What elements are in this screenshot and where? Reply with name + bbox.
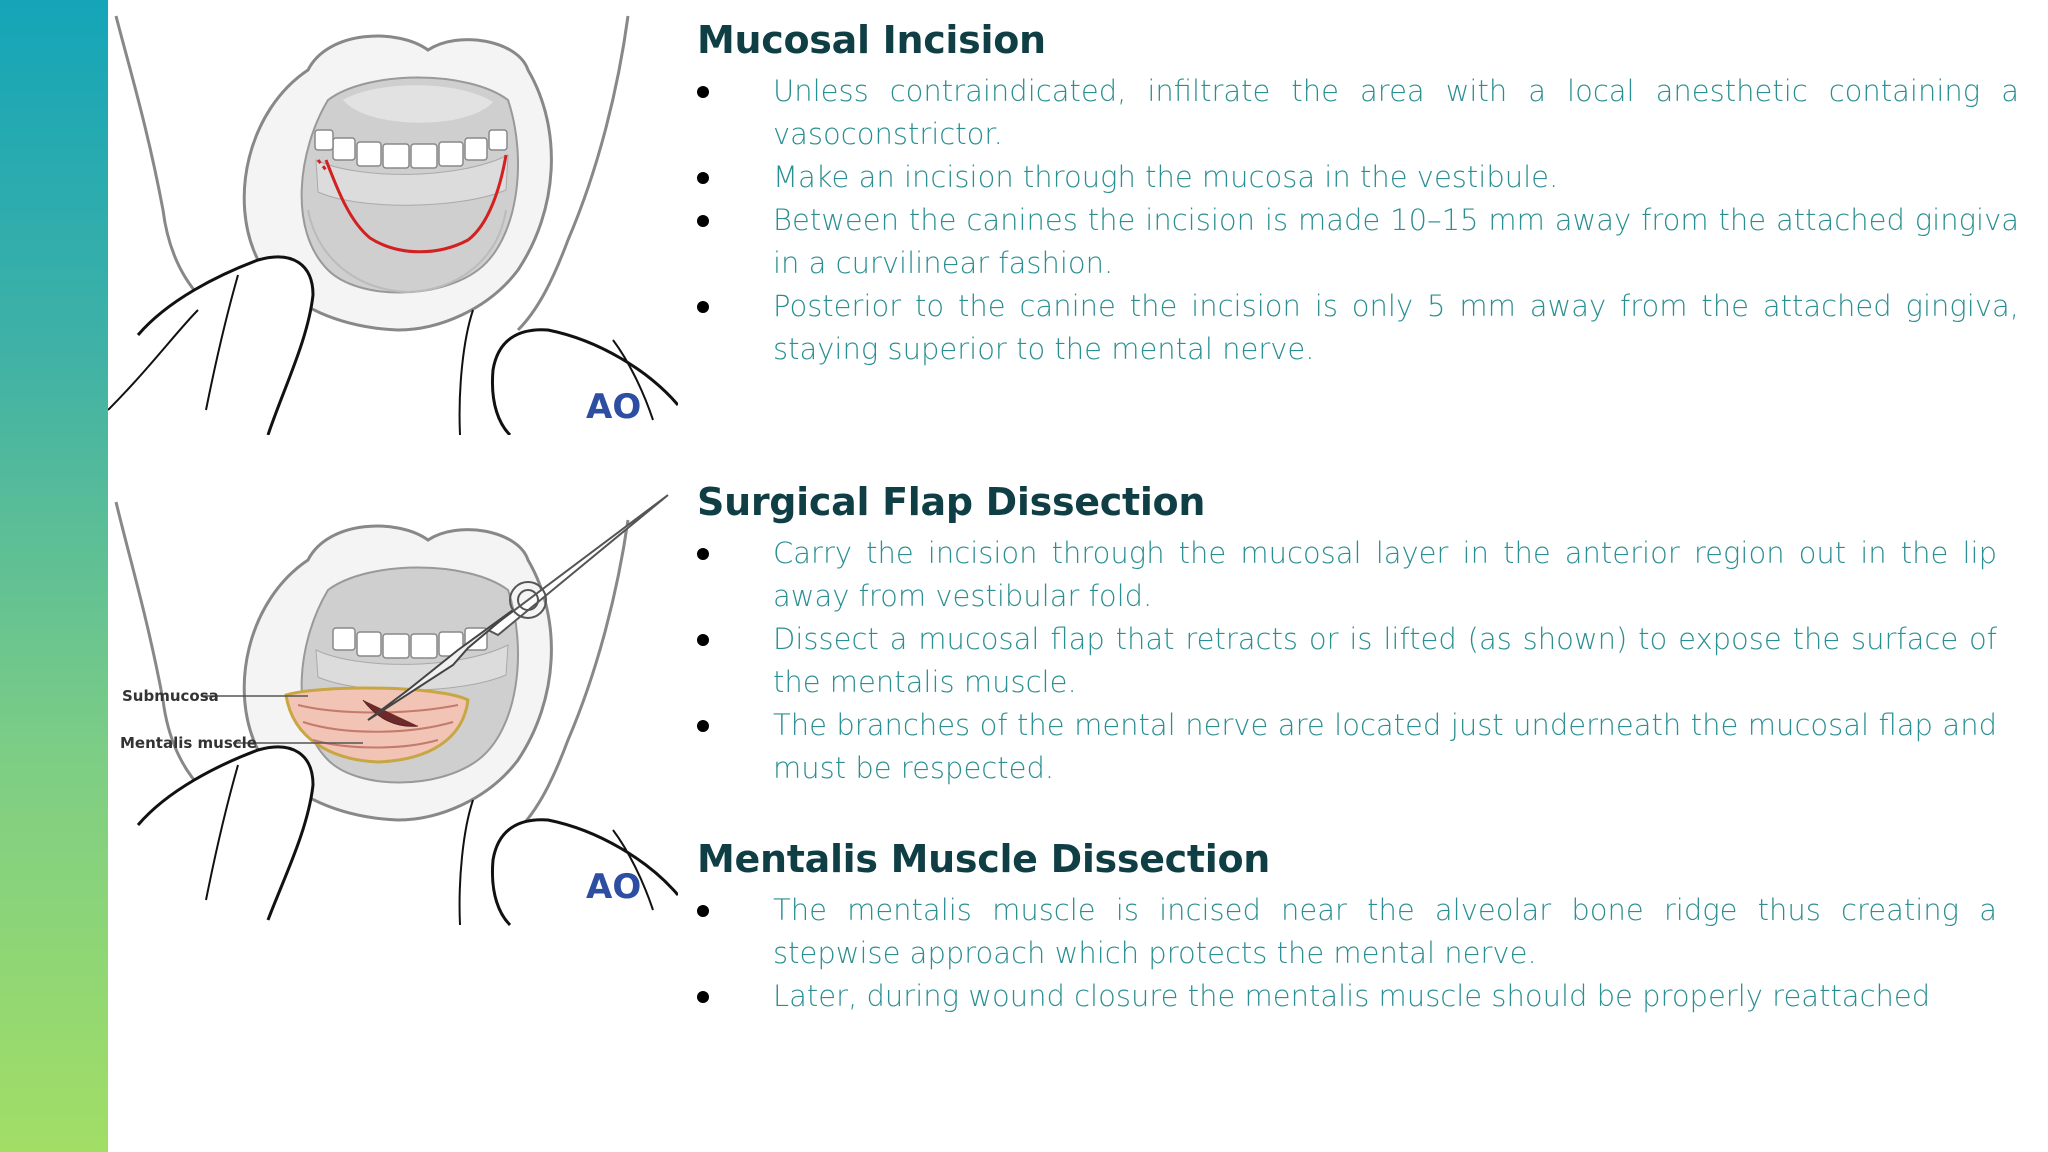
- bullet-item: Make an incision through the mucosa in t…: [697, 156, 2019, 199]
- bullet-item: The branches of the mental nerve are loc…: [697, 704, 1997, 790]
- section-mentalis-muscle-dissection: Mentalis Muscle Dissection The mentalis …: [697, 837, 1997, 1018]
- mentalis-muscle-label: Mentalis muscle: [120, 734, 257, 752]
- bullet-dot: [697, 634, 709, 646]
- bullet-dot: [697, 548, 709, 560]
- bullet-dot: [697, 172, 709, 184]
- bullet-list: Carry the incision through the mucosal l…: [697, 532, 1997, 790]
- bullet-item: The mentalis muscle is incised near the …: [697, 889, 1997, 975]
- section-surgical-flap-dissection: Surgical Flap Dissection Carry the incis…: [697, 480, 1997, 790]
- submucosa-label: Submucosa: [122, 687, 219, 705]
- bullet-item: Carry the incision through the mucosal l…: [697, 532, 1997, 618]
- bullet-list: The mentalis muscle is incised near the …: [697, 889, 1997, 1018]
- bullet-dot: [697, 215, 709, 227]
- bullet-list: Unless contraindicated, infiltrate the a…: [697, 70, 2019, 371]
- section-title: Surgical Flap Dissection: [697, 480, 1206, 524]
- bullet-item: Later, during wound closure the mentalis…: [697, 975, 1997, 1018]
- flap-dissection-illustration: Submucosa Mentalis muscle AO: [108, 490, 678, 930]
- bullet-dot: [697, 720, 709, 732]
- ao-logo: AO: [586, 387, 641, 427]
- section-title: Mucosal Incision: [697, 18, 1046, 62]
- mucosal-incision-illustration: AO: [108, 10, 678, 445]
- bullet-item: Dissect a mucosal flap that retracts or …: [697, 618, 1997, 704]
- bullet-dot: [697, 86, 709, 98]
- section-mucosal-incision: Mucosal Incision Unless contraindicated,…: [697, 18, 2019, 371]
- bullet-item: Posterior to the canine the incision is …: [697, 285, 2019, 371]
- bullet-dot: [697, 905, 709, 917]
- section-title: Mentalis Muscle Dissection: [697, 837, 1271, 881]
- bullet-item: Between the canines the incision is made…: [697, 199, 2019, 285]
- bullet-dot: [697, 991, 709, 1003]
- side-gradient-bar: [0, 0, 108, 1152]
- ao-logo: AO: [586, 867, 641, 907]
- bullet-dot: [697, 301, 709, 313]
- bullet-item: Unless contraindicated, infiltrate the a…: [697, 70, 2019, 156]
